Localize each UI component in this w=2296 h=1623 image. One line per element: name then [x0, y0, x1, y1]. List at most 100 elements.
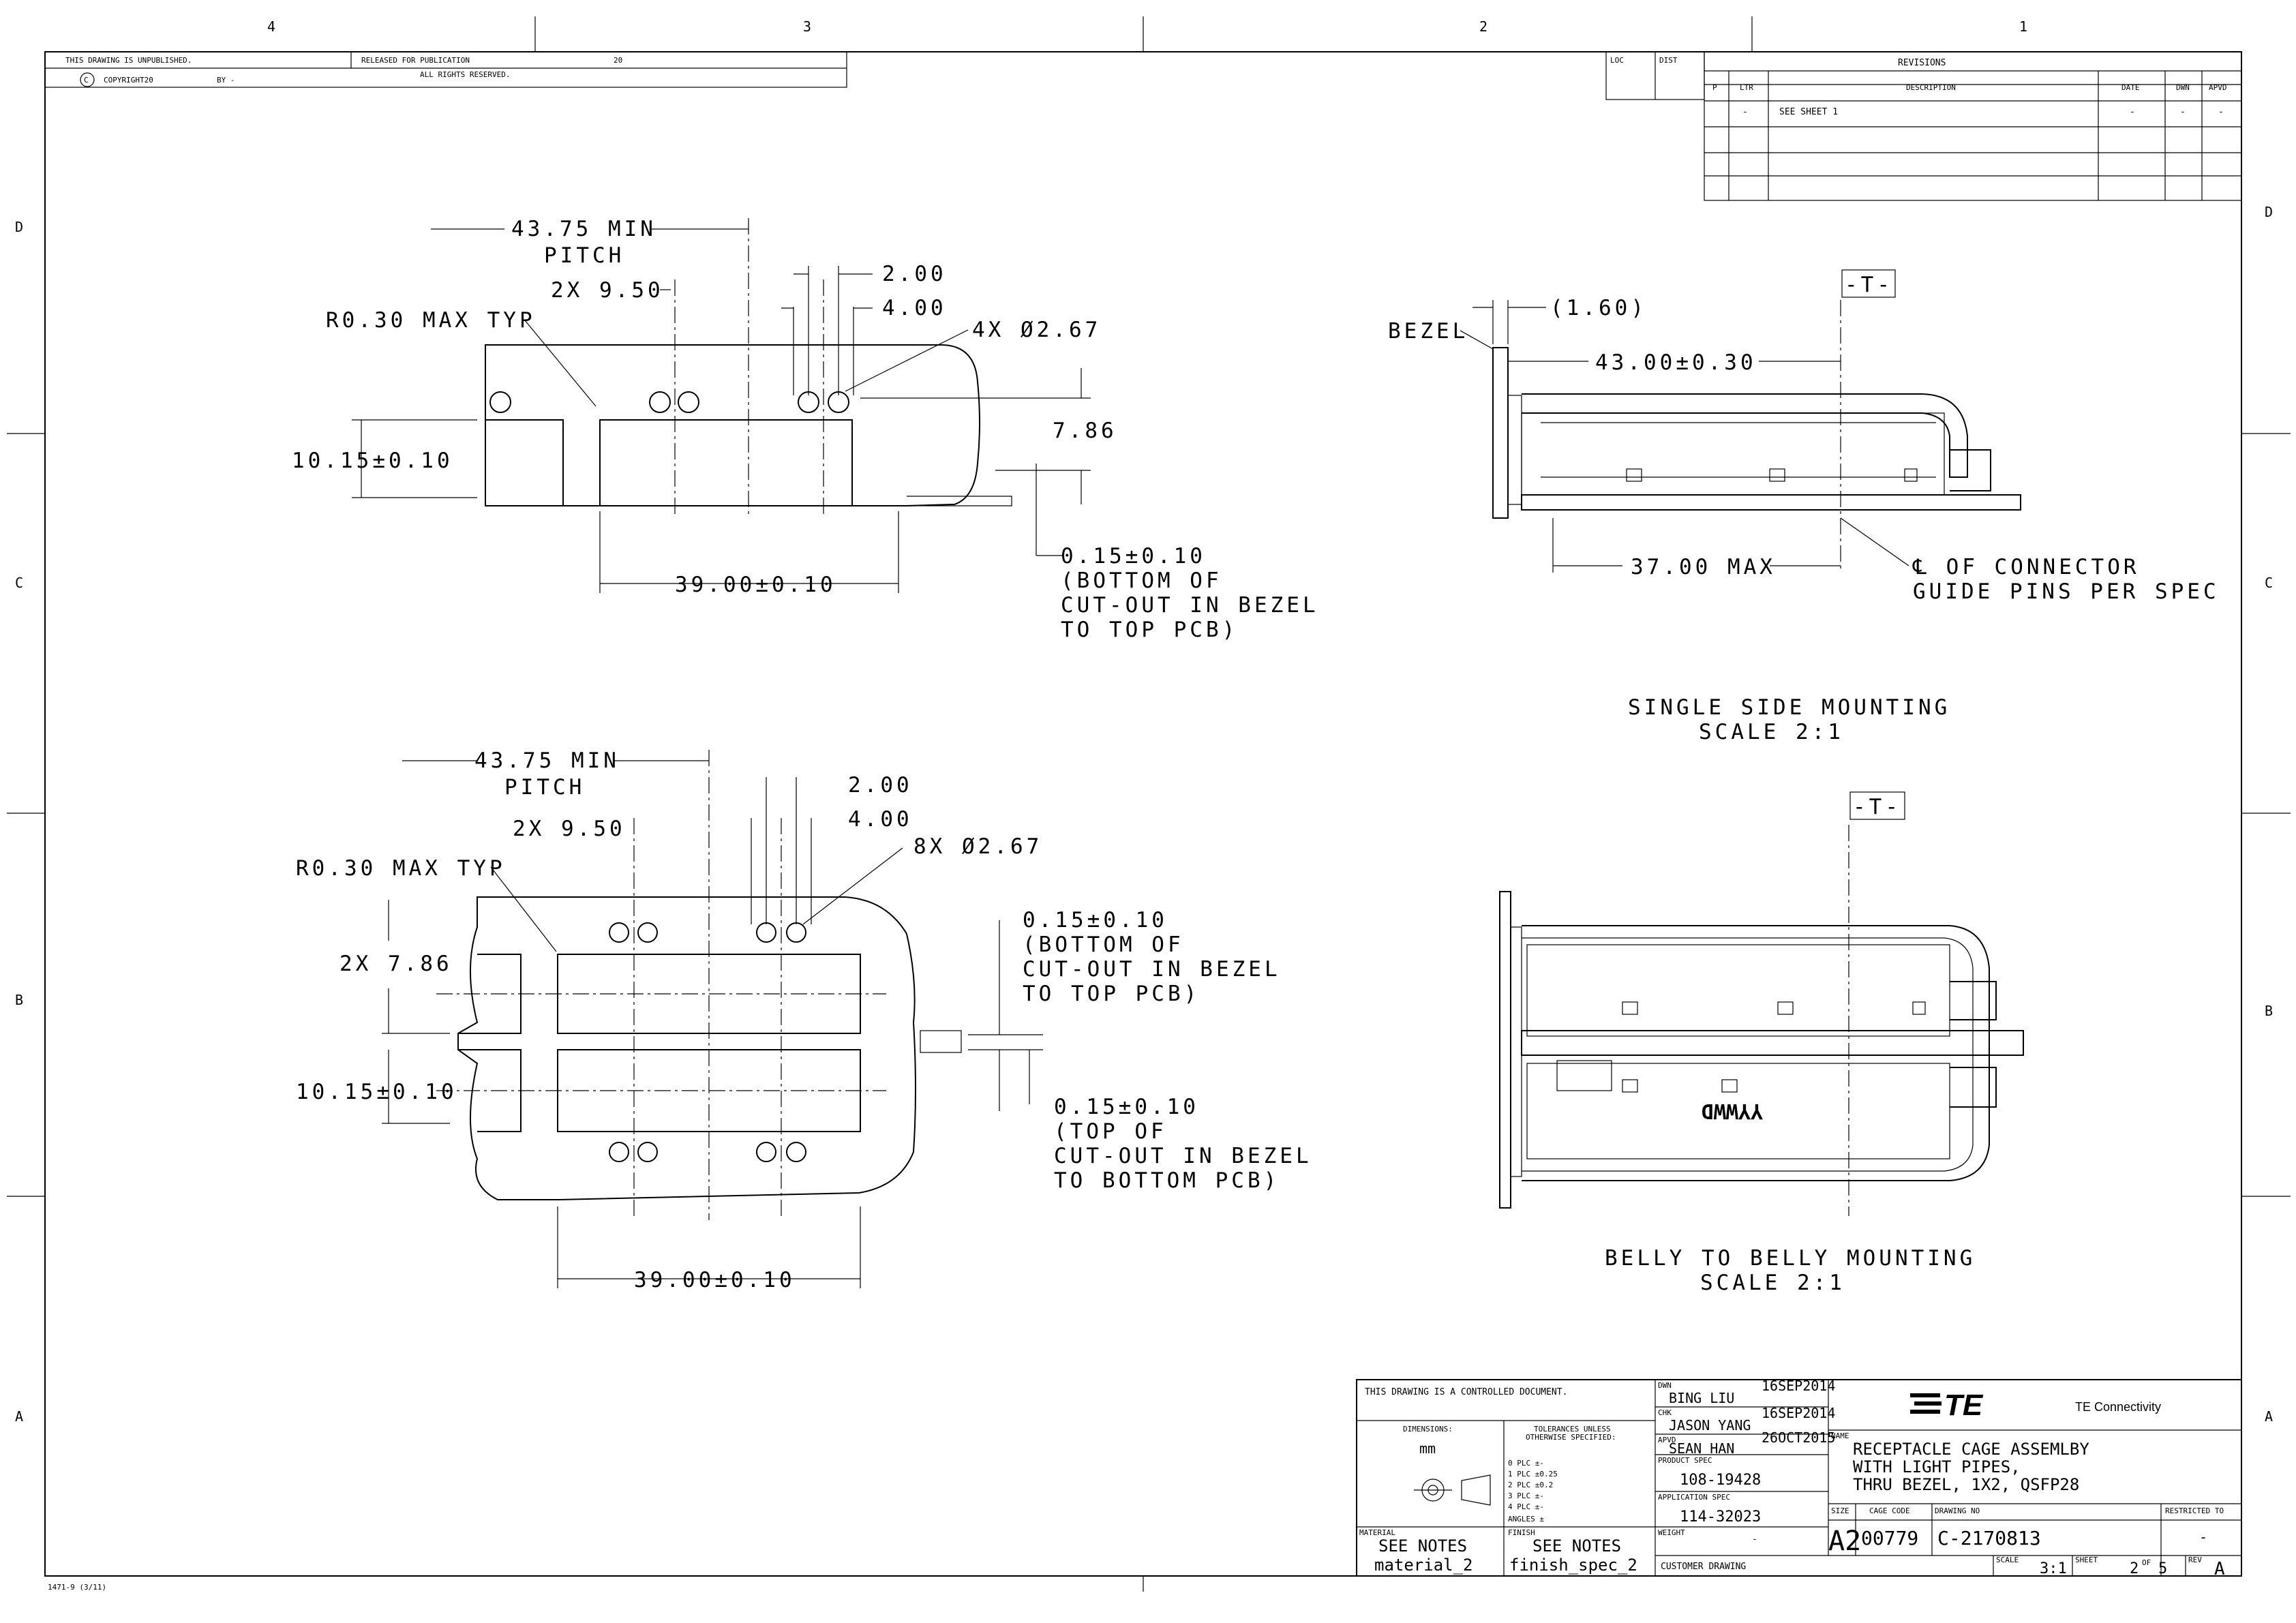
unpublished-text: THIS DRAWING IS UNPUBLISHED. — [65, 56, 192, 65]
tolerance-label-2: OTHERWISE SPECIFIED: — [1526, 1433, 1616, 1442]
s2-date-mark: YYWWD — [1702, 1099, 1763, 1123]
apvd-date: 26OCT2015 — [1762, 1429, 1835, 1446]
sheet-of-label: OF — [2142, 1558, 2151, 1567]
product-spec-label: PRODUCT SPEC — [1658, 1456, 1712, 1465]
title-name-line2: WITH LIGHT PIPES, — [1853, 1457, 2021, 1476]
s2-view-scale: SCALE 2:1 — [1700, 1271, 1845, 1295]
v2-holes-note: 8X Ø2.67 — [913, 834, 1042, 859]
restricted-value: - — [2199, 1529, 2207, 1545]
weight-value: - — [1752, 1534, 1757, 1545]
rev-col-p: P — [1712, 83, 1717, 92]
chk-label: CHK — [1658, 1408, 1672, 1417]
chk-date: 16SEP2014 — [1762, 1405, 1835, 1421]
weight-label: WEIGHT — [1658, 1528, 1685, 1537]
zone-left-b: B — [15, 992, 23, 1008]
v2-noteA-line1: 0.15±0.10 — [1023, 908, 1168, 932]
s1-cl-line2: GUIDE PINS PER SPEC — [1913, 579, 2220, 604]
zone-right-a: A — [2265, 1408, 2273, 1425]
year-text: 20 — [614, 56, 622, 65]
dwn-name: BING LIU — [1669, 1390, 1734, 1406]
s1-3700-dim: 37.00 MAX — [1631, 555, 1776, 579]
sheet-label: SHEET — [2075, 1556, 2098, 1564]
drawing-no-label: DRAWING NO — [1935, 1506, 1980, 1515]
form-number: 1471-9 (3/11) — [48, 1583, 106, 1592]
copyright-block: THIS DRAWING IS UNPUBLISHED. RELEASED FO… — [44, 51, 847, 88]
v2-noteB-line4: TO BOTTOM PCB) — [1054, 1168, 1280, 1193]
bezel-cutout-view-double — [382, 750, 1043, 1288]
chk-name: JASON YANG — [1669, 1417, 1751, 1434]
zone-right-d: D — [2265, 204, 2273, 220]
rev-col-dwn: DWN — [2176, 83, 2190, 92]
s1-datum: -T- — [1845, 273, 1893, 297]
v2-noteA-line4: TO TOP PCB) — [1023, 982, 1200, 1006]
zone-right-c: C — [2265, 575, 2273, 591]
v2-3900-dim: 39.00±0.10 — [634, 1268, 796, 1292]
v1-1015-dim: 10.15±0.10 — [292, 449, 453, 473]
company-name: TE Connectivity — [2075, 1400, 2161, 1414]
s1-4300-dim: 43.00±0.30 — [1595, 350, 1757, 375]
te-logo-text: TE — [1944, 1389, 1984, 1422]
rev-apvd-value: - — [2218, 107, 2224, 117]
rev-label: REV — [2188, 1556, 2202, 1564]
v1-400-dim: 4.00 — [882, 296, 947, 320]
revisions-title: REVISIONS — [1898, 58, 1946, 68]
finish-label: FINISH — [1508, 1528, 1535, 1537]
dist-label: DIST — [1659, 56, 1678, 65]
single-side-mounting-view — [1460, 269, 2021, 573]
rev-description-value: SEE SHEET 1 — [1779, 107, 1838, 117]
s2-datum: -T- — [1853, 795, 1901, 819]
controlled-text: THIS DRAWING IS A CONTROLLED DOCUMENT. — [1365, 1387, 1567, 1397]
v2-400-dim: 4.00 — [848, 807, 913, 832]
title-block — [1356, 1379, 2242, 1577]
tol-4plc: 4 PLC ±- — [1508, 1502, 1544, 1511]
revisions-block: LOC DIST REVISIONS P LTR DESCRIPTION DAT… — [1605, 51, 2242, 201]
te-logo — [1910, 1393, 1942, 1414]
belly-to-belly-mounting-view — [1499, 791, 2024, 1216]
v1-holes-note: 4X Ø2.67 — [972, 318, 1101, 342]
v1-note-line1: 0.15±0.10 — [1061, 544, 1206, 568]
drawing-no-value: C-2170813 — [1937, 1527, 2041, 1549]
application-spec-label: APPLICATION SPEC — [1658, 1493, 1730, 1502]
restricted-label: RESTRICTED TO — [2165, 1506, 2224, 1515]
tol-0plc: 0 PLC ±- — [1508, 1459, 1544, 1468]
v1-radius-note: R0.30 MAX TYP — [326, 308, 536, 333]
v2-noteB-line2: (TOP OF — [1054, 1119, 1167, 1144]
v2-786-dim: 2X 7.86 — [339, 952, 453, 976]
v2-950-dim: 2X 9.50 — [513, 817, 626, 841]
s1-view-scale: SCALE 2:1 — [1699, 720, 1844, 744]
rights-text: ALL RIGHTS RESERVED. — [420, 70, 510, 79]
v2-pitch-dim: 43.75 MIN — [474, 748, 620, 773]
tol-1plc: 1 PLC ±0.25 — [1508, 1470, 1558, 1478]
v1-950-dim: 2X 9.50 — [551, 278, 664, 303]
tol-2plc: 2 PLC ±0.2 — [1508, 1481, 1553, 1489]
v1-note-line2: (BOTTOM OF — [1061, 568, 1222, 593]
zone-ticks — [7, 16, 2291, 1592]
tol-3plc: 3 PLC ±- — [1508, 1491, 1544, 1500]
v1-pitch-label: PITCH — [544, 243, 624, 268]
dwn-date: 16SEP2014 — [1762, 1378, 1835, 1394]
v2-pitch-label: PITCH — [504, 775, 585, 800]
tolerance-label-1: TOLERANCES UNLESS — [1534, 1425, 1611, 1434]
rev-col-date: DATE — [2121, 83, 2140, 92]
border-frame — [44, 51, 2242, 1577]
material-value-1: SEE NOTES — [1378, 1536, 1467, 1556]
v1-note-line3: CUT-OUT IN BEZEL — [1061, 593, 1319, 618]
rev-dwn-value: - — [2180, 107, 2186, 117]
zone-top-3: 3 — [803, 18, 811, 35]
rev-ltr-value: - — [1742, 107, 1748, 117]
svg-text:C: C — [84, 76, 89, 85]
units-value: mm — [1419, 1440, 1436, 1457]
cage-code-label: CAGE CODE — [1869, 1506, 1910, 1515]
zone-left-d: D — [15, 219, 23, 235]
scale-value: 3:1 — [2040, 1560, 2067, 1577]
material-label: MATERIAL — [1359, 1528, 1395, 1537]
finish-value-1: SEE NOTES — [1532, 1536, 1621, 1556]
finish-value-2: finish_spec_2 — [1509, 1556, 1637, 1575]
sheet-total: 5 — [2158, 1560, 2167, 1577]
v2-noteA-line3: CUT-OUT IN BEZEL — [1023, 957, 1281, 982]
copyright-icon — [80, 72, 95, 87]
released-text: RELEASED FOR PUBLICATION — [361, 56, 470, 65]
v2-radius-note: R0.30 MAX TYP — [296, 856, 506, 881]
v1-pitch-dim: 43.75 MIN — [511, 217, 656, 241]
